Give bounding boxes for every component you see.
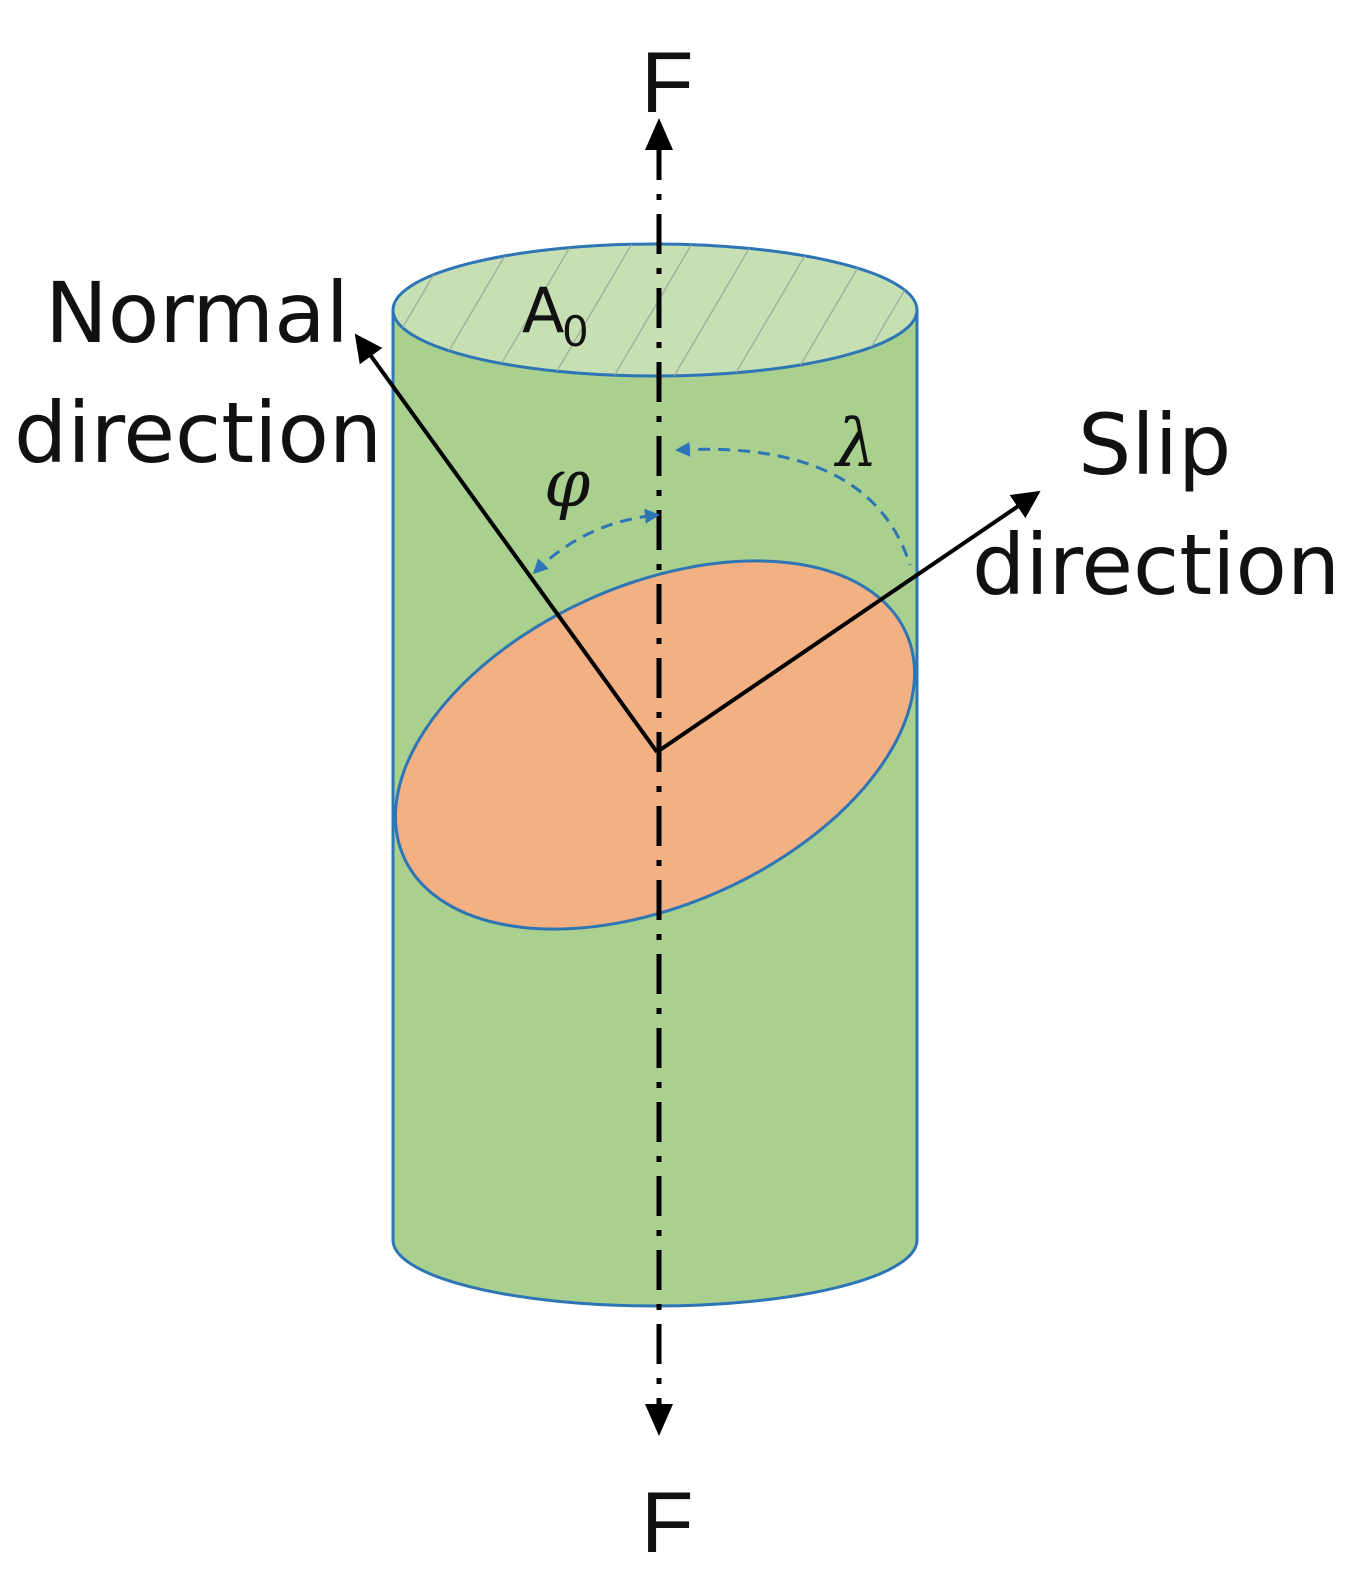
- slip-direction-arrow: [655, 490, 1041, 754]
- angle-phi-label: φ: [544, 445, 590, 522]
- normal-direction-arrow: [354, 333, 659, 754]
- loading-axis: [645, 118, 673, 1436]
- force-bottom-label: F: [641, 1475, 694, 1571]
- cylinder-top-face: [391, 242, 919, 378]
- slip-plane: [393, 559, 917, 931]
- angle-arc-phi: [532, 508, 660, 575]
- axis-arrow-up-icon: [645, 118, 673, 150]
- normal-direction-label-line2: direction: [14, 384, 382, 482]
- angle-lambda-label: λ: [833, 405, 878, 482]
- force-top-label: F: [641, 35, 694, 131]
- area-label: A: [522, 274, 564, 347]
- area-subscript: 0: [562, 307, 589, 356]
- slip-direction-label-line1: Slip: [1078, 396, 1231, 494]
- slip-direction-label-line2: direction: [972, 516, 1340, 614]
- normal-direction-label-line1: Normal: [45, 264, 349, 362]
- axis-arrow-down-icon: [645, 1404, 673, 1436]
- angle-arc-lambda: [675, 441, 912, 566]
